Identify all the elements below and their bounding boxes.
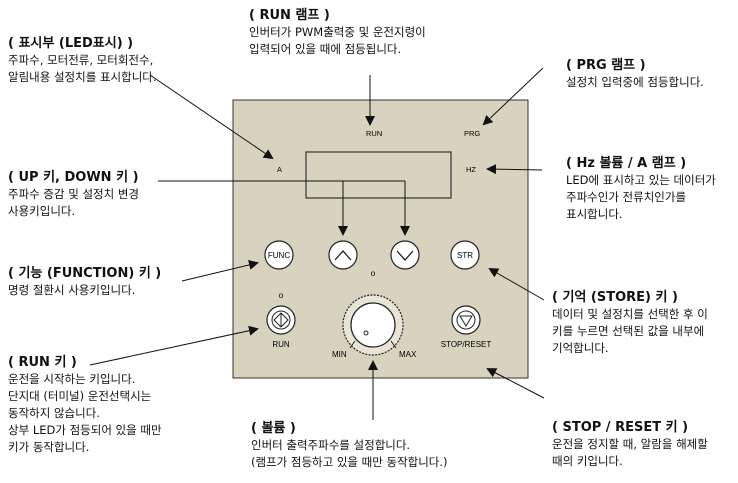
leader-run-key [89,325,259,366]
prg-lamp-callout-title: ( PRG 램프 ) [566,58,646,73]
store-callout-line: 데이터 및 설정치를 선택한 후 이 [552,307,708,321]
run-key-callout-line: 운전을 시작하는 키입니다. [8,372,136,386]
stop-triangle-icon [459,315,473,327]
store-callout-line: 키를 누르면 선택된 값을 내부에 [552,324,705,338]
led-display [305,151,452,199]
volume-callout-title: ( 볼륨 ) [251,421,296,436]
up-down-callout: ( UP 키, DOWN 키 ) 주파수 증감 및 설정치 변경 사용키입니다. [8,170,139,220]
function-callout-line: 명령 절환시 사용키입니다. [8,283,136,297]
stop-reset-callout-line: 운전을 정지할 때, 알람을 해제할 [552,437,708,451]
svg-text:STR: STR [457,251,473,260]
run-key-callout-line: 단지대 (터미널) 운전선택시는 [8,389,152,403]
stop-reset-label: STOP/RESET [441,340,492,349]
leader-hz [486,164,543,175]
stop-reset-key[interactable] [451,305,481,335]
volume-callout-line: 인버터 출력주파수를 설정합니다. [251,438,411,452]
hz-lamp-callout: ( Hz 볼륨 / A 램프 ) LED에 표시하고 있는 데이터가 주파수인가… [566,156,716,223]
run-key-label: RUN [272,340,290,349]
up-down-callout-line: 사용키입니다. [8,204,76,218]
function-callout-title: ( 기능 (FUNCTION) 키 ) [8,266,162,281]
display-callout: ( 표시부 (LED표시) ) 주파수, 모터전류, 모터회전수, 알림내용 설… [8,36,157,86]
store-callout-line: 기억합니다. [552,341,609,355]
hz-lamp-callout-line: LED에 표시하고 있는 데이터가 [566,173,716,187]
leader-prg-lamp [482,67,544,126]
run-lamp-callout-line: 입력되어 있을 때에 점등됩니다. [249,42,402,56]
run-key[interactable] [266,305,296,335]
frequency-volume-knob[interactable] [342,294,404,356]
store-callout: ( 기억 (STORE) 키 ) 데이터 및 설정치를 선택한 후 이 키를 누… [552,290,708,357]
volume-callout: ( 볼륨 ) 인버터 출력주파수를 설정합니다. (램프가 점등하고 있을 때만… [251,421,448,471]
stop-reset-callout-title: ( STOP / RESET 키 ) [552,420,689,435]
leader-store [488,268,545,301]
down-key[interactable] [390,240,420,270]
func-key[interactable]: FUNC [264,240,294,270]
run-lamp-callout-line: 인버터가 PWM출력중 및 운전지령이 [249,25,426,39]
run-lamp-indicator: o [279,291,284,300]
volume-callout-line: (램프가 점등하고 있을 때만 동작합니다.) [251,455,448,469]
run-lamp-callout: ( RUN 램프 ) 인버터가 PWM출력중 및 운전지령이 입력되어 있을 때… [249,8,426,58]
volume-max-label: MAX [399,350,417,359]
function-callout: ( 기능 (FUNCTION) 키 ) 명령 절환시 사용키입니다. [8,266,161,299]
chevron-down-icon [396,250,414,261]
run-diamond-icon [273,312,289,328]
svg-text:FUNC: FUNC [268,251,290,260]
hz-lamp-callout-line: 표시합니다. [566,207,623,221]
up-down-callout-line: 주파수 증감 및 설정치 변경 [8,187,140,201]
up-key[interactable] [328,240,358,270]
run-key-callout: ( RUN 키 ) 운전을 시작하는 키입니다. 단지대 (터미널) 운전선택시… [8,355,162,456]
hz-lamp-label: HZ [466,165,476,174]
up-down-callout-title: ( UP 키, DOWN 키 ) [8,170,139,185]
chevron-up-icon [334,250,352,261]
run-key-callout-line: 키가 동작합니다. [8,440,90,454]
run-lamp-label: RUN [366,129,382,138]
store-callout-title: ( 기억 (STORE) 키 ) [552,290,678,305]
volume-lamp-indicator: o [371,269,376,278]
volume-min-label: MIN [332,350,347,359]
a-lamp-label: A [277,165,282,174]
run-key-callout-line: 상부 LED가 점등되어 있을 때만 [8,423,162,437]
run-key-callout-title: ( RUN 키 ) [8,355,77,370]
display-callout-line: 주파수, 모터전류, 모터회전수, [8,53,154,67]
prg-lamp-label: PRG [464,129,480,138]
prg-lamp-callout-line: 설정치 입력중에 점등합니다. [566,75,704,89]
display-callout-line: 알림내용 설정치를 표시합니다. [8,70,157,84]
stop-reset-callout-line: 때의 키입니다. [552,454,623,468]
hz-lamp-callout-line: 주파수인가 전류치인가를 [566,190,687,204]
str-key[interactable]: STR [450,240,480,270]
leader-stop [486,368,545,399]
stop-reset-callout: ( STOP / RESET 키 ) 운전을 정지할 때, 알람을 해제할 때의… [552,420,708,470]
leader-func [181,260,259,282]
display-callout-title: ( 표시부 (LED표시) ) [8,36,134,51]
prg-lamp-callout: ( PRG 램프 ) 설정치 입력중에 점등합니다. [566,58,704,91]
leader-display [149,74,274,160]
run-lamp-callout-title: ( RUN 램프 ) [249,8,330,23]
hz-lamp-callout-title: ( Hz 볼륨 / A 램프 ) [566,156,687,171]
run-key-callout-line: 동작하지 않습니다. [8,406,100,420]
